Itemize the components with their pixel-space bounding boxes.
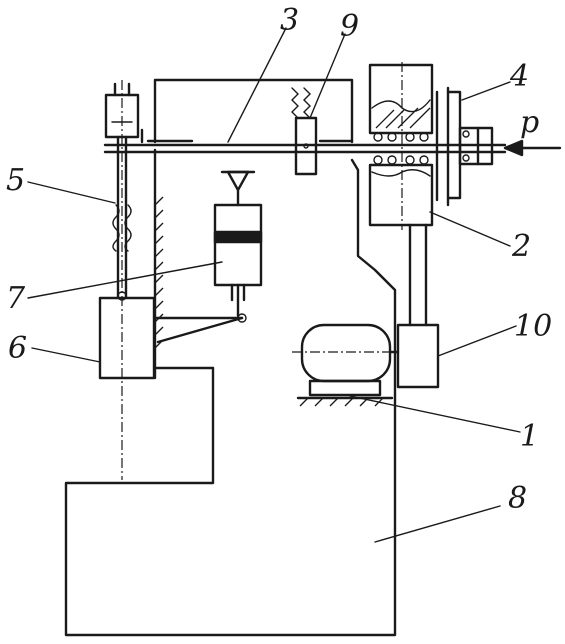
disc-upper xyxy=(368,63,434,135)
leader-5 xyxy=(27,181,116,204)
disc-lower xyxy=(368,163,434,227)
label-force: p xyxy=(520,105,539,140)
bearing-balls xyxy=(373,132,429,165)
label-frame: 8 xyxy=(508,481,527,516)
frame-body xyxy=(64,158,397,637)
brake-shoe xyxy=(294,116,318,176)
label-disc: 2 xyxy=(511,229,531,264)
clutch-balls xyxy=(462,130,470,162)
leader-9 xyxy=(309,33,346,119)
label-cylinder: 7 xyxy=(6,281,26,316)
leader-6 xyxy=(31,347,101,363)
motor-base-hatching xyxy=(299,397,384,407)
disc-cut-lower xyxy=(371,169,431,177)
spring-symbol-2 xyxy=(124,204,132,252)
disc-upper-hatching xyxy=(375,107,431,129)
leader-8 xyxy=(374,505,501,543)
clutch-hub xyxy=(458,126,494,166)
slider-pin xyxy=(117,291,127,301)
leader-7 xyxy=(27,261,223,299)
leader-10 xyxy=(437,325,517,357)
motor-base xyxy=(308,379,382,397)
force-arrowhead xyxy=(503,139,524,157)
brake-spring xyxy=(291,87,299,119)
motor-body xyxy=(300,323,392,383)
leader-4 xyxy=(461,81,511,101)
spring-symbol xyxy=(112,204,120,252)
label-shaft: 3 xyxy=(280,3,299,38)
slider-block xyxy=(98,296,156,380)
cylinder-pivot xyxy=(226,170,250,207)
cylinder-body xyxy=(213,203,263,287)
slider-link-lower xyxy=(156,316,244,344)
label-spring-rod: 5 xyxy=(6,163,25,198)
label-motor: 1 xyxy=(520,419,539,454)
label-clutch: 4 xyxy=(509,59,529,94)
leader-2 xyxy=(429,211,511,247)
cylinder-piston xyxy=(213,230,263,244)
disc-cut-upper xyxy=(371,99,431,113)
upper-housing xyxy=(153,78,354,144)
label-slider: 6 xyxy=(8,331,27,366)
brake-center xyxy=(303,143,309,149)
leader-3 xyxy=(227,27,287,143)
pulley xyxy=(396,323,440,389)
link-pin xyxy=(237,313,247,323)
label-brake: 9 xyxy=(340,9,359,44)
label-pulley: 10 xyxy=(514,309,552,344)
brake-spring-2 xyxy=(303,87,311,119)
leader-1 xyxy=(349,395,521,433)
